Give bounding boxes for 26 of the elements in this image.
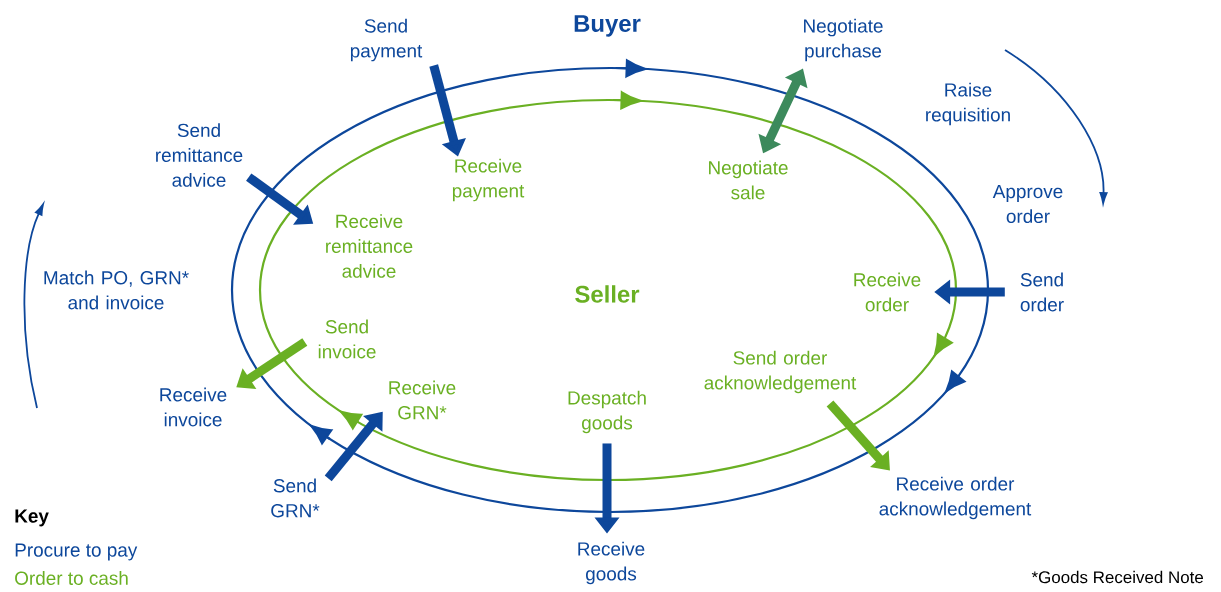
key-heading: Key [15,509,49,527]
step-label: Send remittance advice [156,123,243,187]
legend-entry: Order to cash [15,571,128,585]
step-label: Receive goods [578,541,645,585]
arrow [826,400,890,471]
legend-entry: Procure to pay [15,543,138,561]
step-label: Despatch goods [568,390,646,434]
step-label: Send order acknowledgement [704,350,857,394]
step-label: Send invoice [318,319,376,359]
step-label: Send payment [350,18,423,62]
step-label: Receive GRN* [389,380,456,420]
step-label: Receive order [854,272,921,312]
heading: Seller [575,285,640,303]
step-label: Send order [1020,272,1064,312]
step-label: Match PO, GRN* and invoice [44,270,189,310]
step-label: Receive payment [452,158,525,202]
step-label: Receive order acknowledgement [879,476,1032,520]
step-label: Receive remittance advice [326,214,413,278]
step-label: Approve order [992,184,1063,224]
step-label: Negotiate purchase [804,18,883,62]
heading: Buyer [574,15,641,37]
step-label: Negotiate sale [709,160,788,200]
step-label: Send GRN* [271,478,320,518]
step-label: Raise requisition [926,82,1010,126]
footnote: *Goods Received Note [1031,570,1203,584]
step-label: Receive invoice [160,387,227,427]
